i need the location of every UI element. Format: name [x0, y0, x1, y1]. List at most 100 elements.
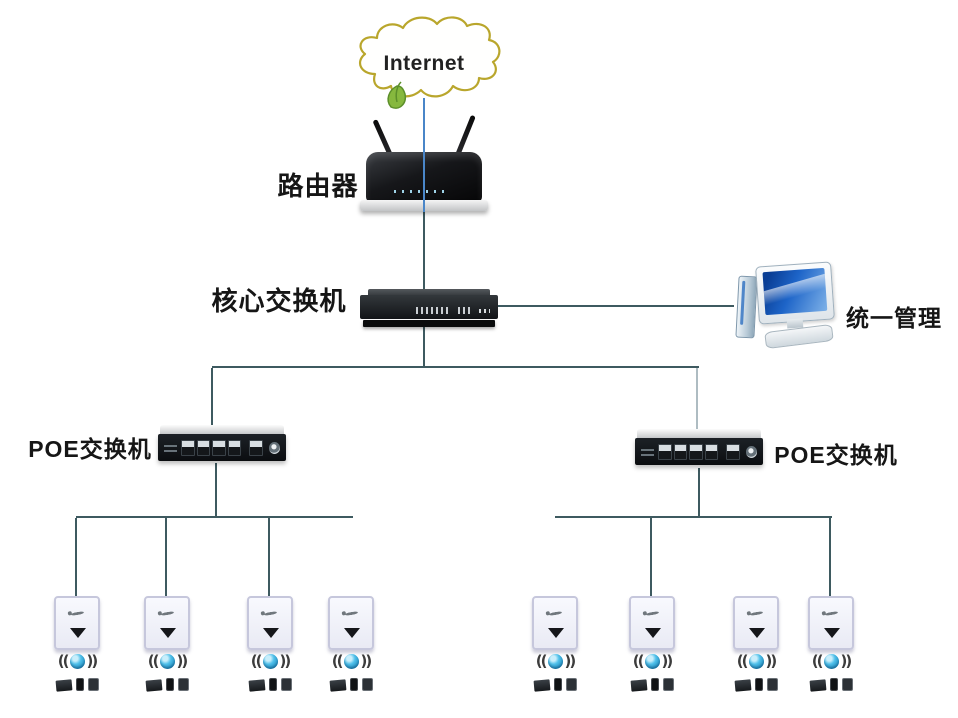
poe-switch-right-icon [635, 429, 763, 469]
uplink-port-icon [249, 439, 263, 456]
ap-arrow-icon [263, 628, 279, 638]
ap-arrow-icon [749, 628, 765, 638]
poe-switch-left-icon [158, 425, 286, 465]
link-trunk-to-poe-right [696, 368, 698, 431]
ap-brand-mark-icon [749, 610, 764, 617]
ap-assembly: (()) [808, 596, 854, 692]
client-devices-icon [234, 678, 306, 692]
cloud-icon [358, 16, 501, 109]
ap-arrow-icon [160, 628, 176, 638]
wifi-arc-left-icon: (( [632, 652, 645, 670]
wifi-arc-left-icon: (( [250, 652, 263, 670]
wall-ap-icon [247, 596, 293, 650]
internet-label: Internet [383, 52, 465, 75]
phone-icon [829, 678, 838, 691]
wifi-globe-icon [159, 654, 175, 669]
link-router-core-switch [423, 212, 425, 292]
wifi-arc-right-icon: )) [661, 652, 674, 670]
ap-brand-mark-icon [70, 610, 85, 617]
link-internet-router [423, 98, 425, 212]
wifi-signal-icon: (()) [616, 654, 688, 669]
wifi-signal-icon: (()) [315, 654, 387, 669]
wall-ap-icon [733, 596, 779, 650]
link-poe-left-bus [215, 463, 217, 517]
wall-ap-icon [629, 596, 675, 650]
wall-ap-icon [328, 596, 374, 650]
poe-switch-left-label: POE交换机 [28, 436, 152, 462]
ethernet-port-icon [181, 439, 195, 456]
laptop-icon [329, 679, 346, 692]
wifi-signal-icon: (()) [234, 654, 306, 669]
ap-brand-mark-icon [263, 610, 278, 617]
client-devices-icon [519, 678, 591, 692]
ap-arrow-icon [824, 628, 840, 638]
bus-right-horizontal [555, 516, 832, 518]
pc-screen [762, 267, 828, 316]
ap-brand-mark-icon [824, 610, 839, 617]
ethernet-port-icon [212, 439, 226, 456]
wifi-arc-left-icon: (( [811, 652, 824, 670]
poe-switch-top [637, 429, 761, 438]
core-switch-ports2-icon [458, 307, 470, 314]
ethernet-port-icon [196, 439, 211, 456]
core-switch-label: 核心交换机 [211, 286, 347, 316]
ap-brand-mark-icon [645, 610, 660, 617]
drop-left-ap2 [165, 518, 167, 597]
wifi-signal-icon: (()) [795, 654, 867, 669]
wifi-globe-icon [69, 654, 85, 669]
core-switch-body [360, 295, 498, 319]
ethernet-port-icon [658, 443, 672, 460]
poe-brand-mark-icon [164, 443, 178, 452]
tablet-icon [565, 678, 577, 691]
laptop-icon [630, 679, 647, 692]
poe-switch-top [160, 425, 284, 434]
bus-left-horizontal [76, 516, 353, 518]
client-devices-icon [131, 678, 203, 692]
wifi-arc-right-icon: )) [765, 652, 778, 670]
router-leds-icon [394, 190, 446, 193]
wall-ap-icon [144, 596, 190, 650]
ap-arrow-icon [548, 628, 564, 638]
ap-assembly: (()) [144, 596, 190, 692]
router-label: 路由器 [277, 171, 359, 201]
phone-icon [75, 678, 84, 691]
ap-arrow-icon [70, 628, 86, 638]
drop-left-ap3 [268, 518, 270, 597]
ap-arrow-icon [344, 628, 360, 638]
phone-icon [754, 678, 763, 691]
tablet-icon [361, 678, 373, 691]
phone-icon [165, 678, 174, 691]
power-swirl-icon [745, 445, 757, 458]
wifi-signal-icon: (()) [720, 654, 792, 669]
client-devices-icon [315, 678, 387, 692]
wifi-arc-right-icon: )) [840, 652, 853, 670]
laptop-icon [145, 679, 162, 692]
wifi-globe-icon [547, 654, 563, 669]
tablet-icon [841, 678, 853, 691]
laptop-icon [55, 679, 72, 692]
management-pc-icon [731, 261, 843, 350]
ap-brand-mark-icon [160, 610, 175, 617]
laptop-icon [734, 679, 751, 692]
wifi-arc-left-icon: (( [147, 652, 160, 670]
core-switch-base [363, 320, 495, 327]
wifi-globe-icon [262, 654, 278, 669]
wifi-arc-right-icon: )) [360, 652, 373, 670]
client-devices-icon [795, 678, 867, 692]
link-trunk-horizontal [212, 366, 699, 368]
wifi-arc-left-icon: (( [331, 652, 344, 670]
wifi-globe-icon [823, 654, 839, 669]
ethernet-port-icon [689, 443, 703, 460]
uplink-port-icon [726, 443, 740, 460]
phone-icon [349, 678, 358, 691]
link-core-switch-junction [423, 323, 425, 368]
wifi-arc-right-icon: )) [279, 652, 292, 670]
wifi-arc-left-icon: (( [535, 652, 548, 670]
ap-brand-mark-icon [548, 610, 563, 617]
wifi-arc-right-icon: )) [86, 652, 99, 670]
ap-assembly: (()) [328, 596, 374, 692]
power-swirl-icon [268, 441, 280, 454]
poe-switch-right-label: POE交换机 [774, 442, 898, 468]
tablet-icon [766, 678, 778, 691]
wifi-signal-icon: (()) [519, 654, 591, 669]
